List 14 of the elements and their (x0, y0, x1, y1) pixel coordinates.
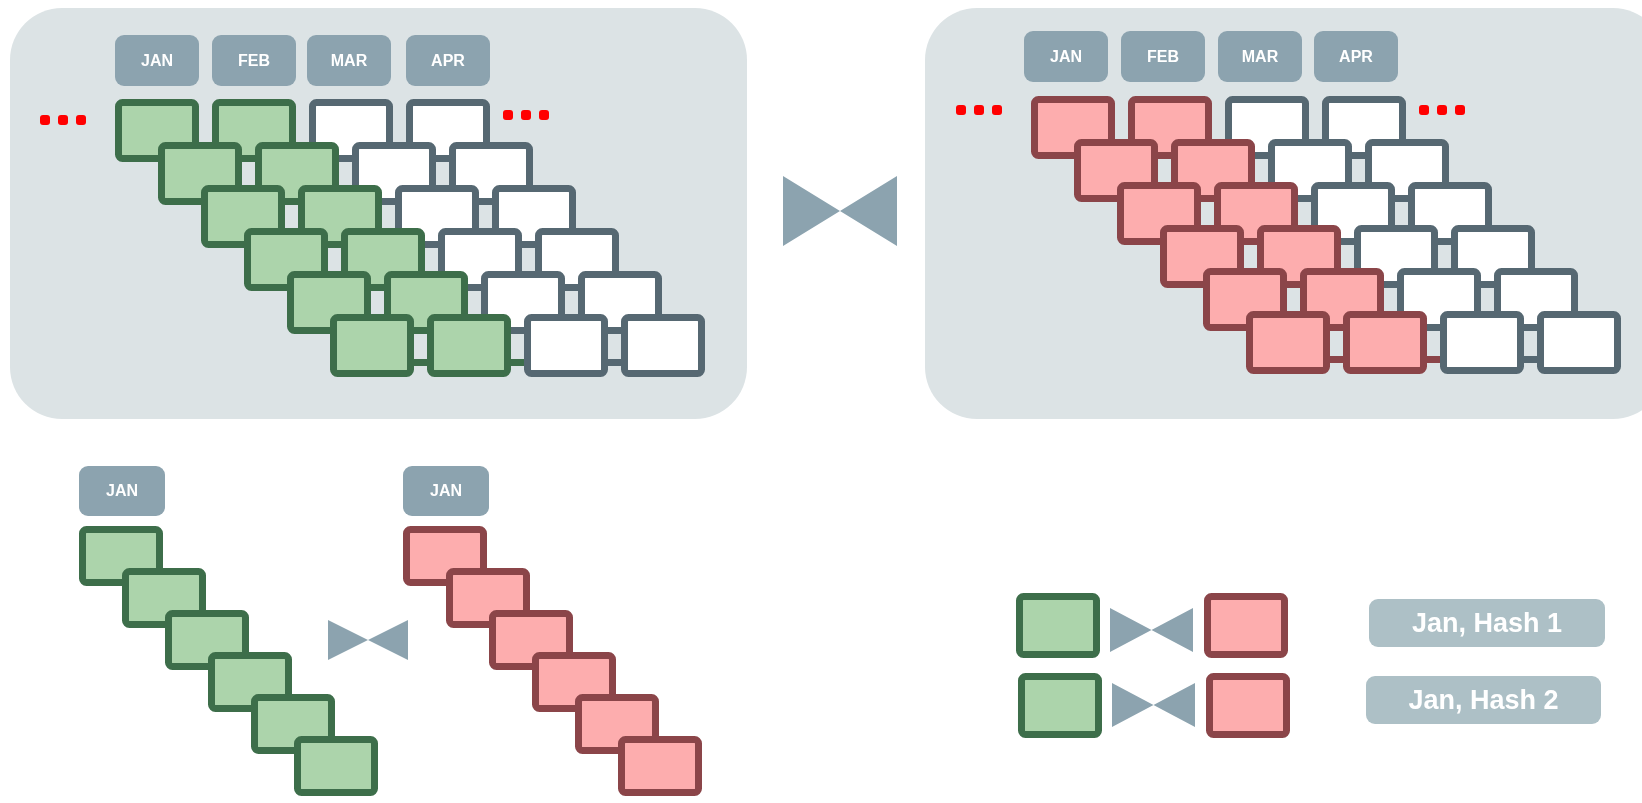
month-label: JAN (403, 466, 489, 516)
month-label: APR (406, 35, 490, 86)
month-label: JAN (115, 35, 199, 86)
month-label: FEB (212, 35, 296, 86)
panel-background (925, 8, 1642, 419)
hash-label: Jan, Hash 1 (1369, 599, 1605, 647)
month-label: FEB (1121, 31, 1205, 82)
month-label: APR (1314, 31, 1398, 82)
panel-background (10, 8, 747, 419)
month-label: JAN (1024, 31, 1108, 82)
hash-label: Jan, Hash 2 (1366, 676, 1601, 724)
month-label: MAR (307, 35, 391, 86)
month-label: MAR (1218, 31, 1302, 82)
month-label: JAN (79, 466, 165, 516)
